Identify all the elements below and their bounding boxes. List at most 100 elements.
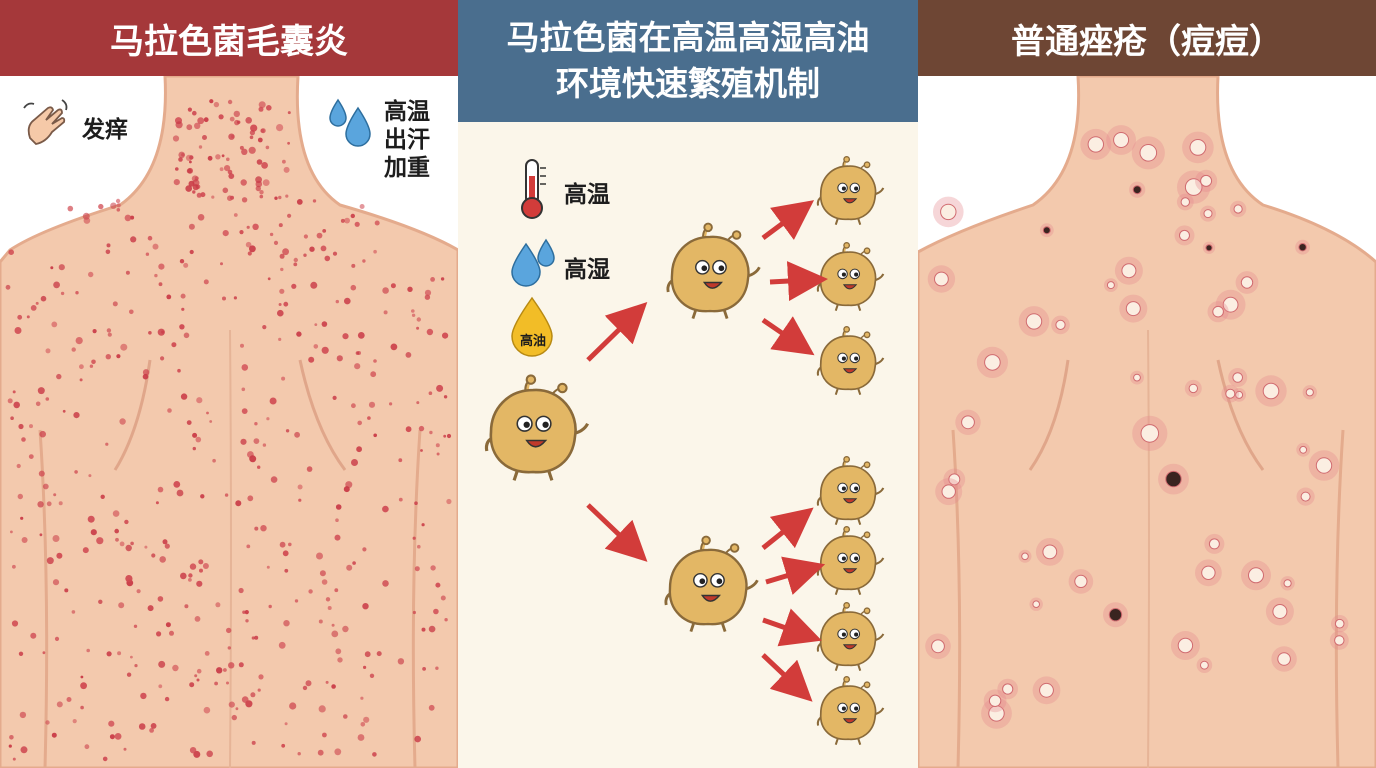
rash-dot: [344, 217, 350, 224]
back-with-acne-illustration: [918, 74, 1376, 768]
rash-dot: [178, 157, 183, 162]
rash-dot: [226, 681, 229, 685]
rash-dot: [373, 359, 377, 363]
rash-dot: [354, 221, 360, 227]
rash-dot: [177, 368, 181, 373]
rash-dot: [278, 223, 283, 228]
rash-dot: [278, 337, 282, 341]
rash-dot: [192, 190, 196, 194]
rash-dot: [198, 559, 204, 565]
rash-dot: [351, 403, 356, 409]
rash-dot: [73, 412, 80, 419]
rash-dot: [368, 401, 376, 408]
rash-dot: [82, 547, 89, 554]
rash-dot: [114, 528, 119, 534]
pustule: [1002, 683, 1014, 695]
rash-dot: [199, 568, 203, 573]
rash-dot: [105, 442, 109, 446]
blackhead: [1042, 226, 1051, 235]
rash-dot: [227, 99, 233, 105]
pustule: [1177, 637, 1194, 654]
rash-dot: [98, 203, 104, 210]
rash-dot: [50, 266, 54, 270]
rash-dot: [171, 342, 177, 348]
rash-dot: [58, 264, 65, 271]
rash-dot: [125, 575, 133, 583]
rash-dot: [56, 701, 63, 708]
rash-dot: [303, 234, 308, 239]
rash-dot: [220, 262, 223, 266]
rash-dot: [18, 651, 24, 656]
rash-dot: [270, 476, 278, 483]
rash-dot: [52, 579, 60, 586]
rash-dot: [227, 169, 233, 175]
rash-dot: [116, 203, 121, 208]
rash-dot: [360, 696, 364, 700]
rash-dot: [357, 332, 365, 339]
rash-dot: [446, 498, 452, 505]
rash-dot: [267, 277, 271, 281]
rash-dot: [125, 544, 132, 552]
rash-dot: [247, 251, 252, 256]
rash-dot: [224, 493, 229, 497]
rash-dot: [282, 159, 286, 164]
rash-dot: [8, 744, 12, 748]
pustule: [1184, 178, 1203, 196]
rash-dot: [30, 305, 37, 311]
rash-dot: [398, 497, 403, 502]
rash-dot: [342, 625, 349, 633]
pustule: [1180, 197, 1190, 207]
rash-dot: [164, 543, 170, 549]
rash-dot: [367, 416, 371, 420]
rash-dot: [180, 572, 187, 580]
pustule: [1113, 132, 1130, 148]
rash-dot: [308, 589, 313, 594]
rash-dot: [66, 697, 72, 702]
rash-dot: [179, 259, 185, 264]
rash-dot: [418, 425, 425, 432]
rash-dot: [331, 623, 335, 627]
rash-dot: [117, 651, 122, 656]
rash-dot: [321, 346, 329, 354]
rash-dot: [39, 430, 46, 438]
rash-dot: [224, 165, 231, 172]
rash-dot: [245, 619, 249, 623]
rash-dot: [46, 557, 54, 565]
rash-dot: [133, 624, 138, 628]
rash-dot: [228, 662, 235, 669]
middle-title-line-2: 环境快速繁殖机制: [556, 64, 820, 103]
pustule: [1179, 229, 1190, 241]
rash-dot: [362, 547, 367, 552]
rash-dot: [269, 397, 277, 405]
rash-dot: [265, 145, 270, 150]
pustule: [1208, 538, 1220, 550]
malassezia-folliculitis-panel: 马拉色菌毛囊炎 发痒 高温 出汗 加重: [0, 0, 458, 768]
rash-dot: [327, 606, 332, 610]
rash-dot: [108, 720, 115, 727]
rash-dot: [422, 667, 426, 671]
pustule: [1125, 301, 1141, 317]
back-with-rash-illustration: [0, 74, 458, 768]
rash-dot: [196, 678, 200, 682]
rash-dot: [332, 251, 338, 256]
rash-dot: [149, 728, 155, 733]
pustule: [1240, 276, 1254, 289]
rash-dot: [157, 328, 165, 336]
rash-dot: [162, 539, 168, 545]
rash-dot: [84, 744, 90, 750]
rash-dot: [287, 141, 290, 145]
rash-dot: [364, 651, 371, 658]
rash-dot: [8, 249, 14, 255]
rash-dot: [116, 354, 121, 359]
rash-dot: [354, 363, 361, 370]
rash-dot: [29, 424, 33, 429]
pustule: [1139, 144, 1158, 162]
rash-dot: [233, 213, 238, 217]
pustule: [1283, 579, 1292, 588]
oil-drop-icon: [511, 296, 553, 357]
rash-dot: [9, 735, 14, 740]
rash-dot: [260, 525, 267, 532]
rash-dot: [178, 151, 185, 159]
rash-dot: [222, 296, 226, 301]
rash-dot: [105, 249, 111, 255]
